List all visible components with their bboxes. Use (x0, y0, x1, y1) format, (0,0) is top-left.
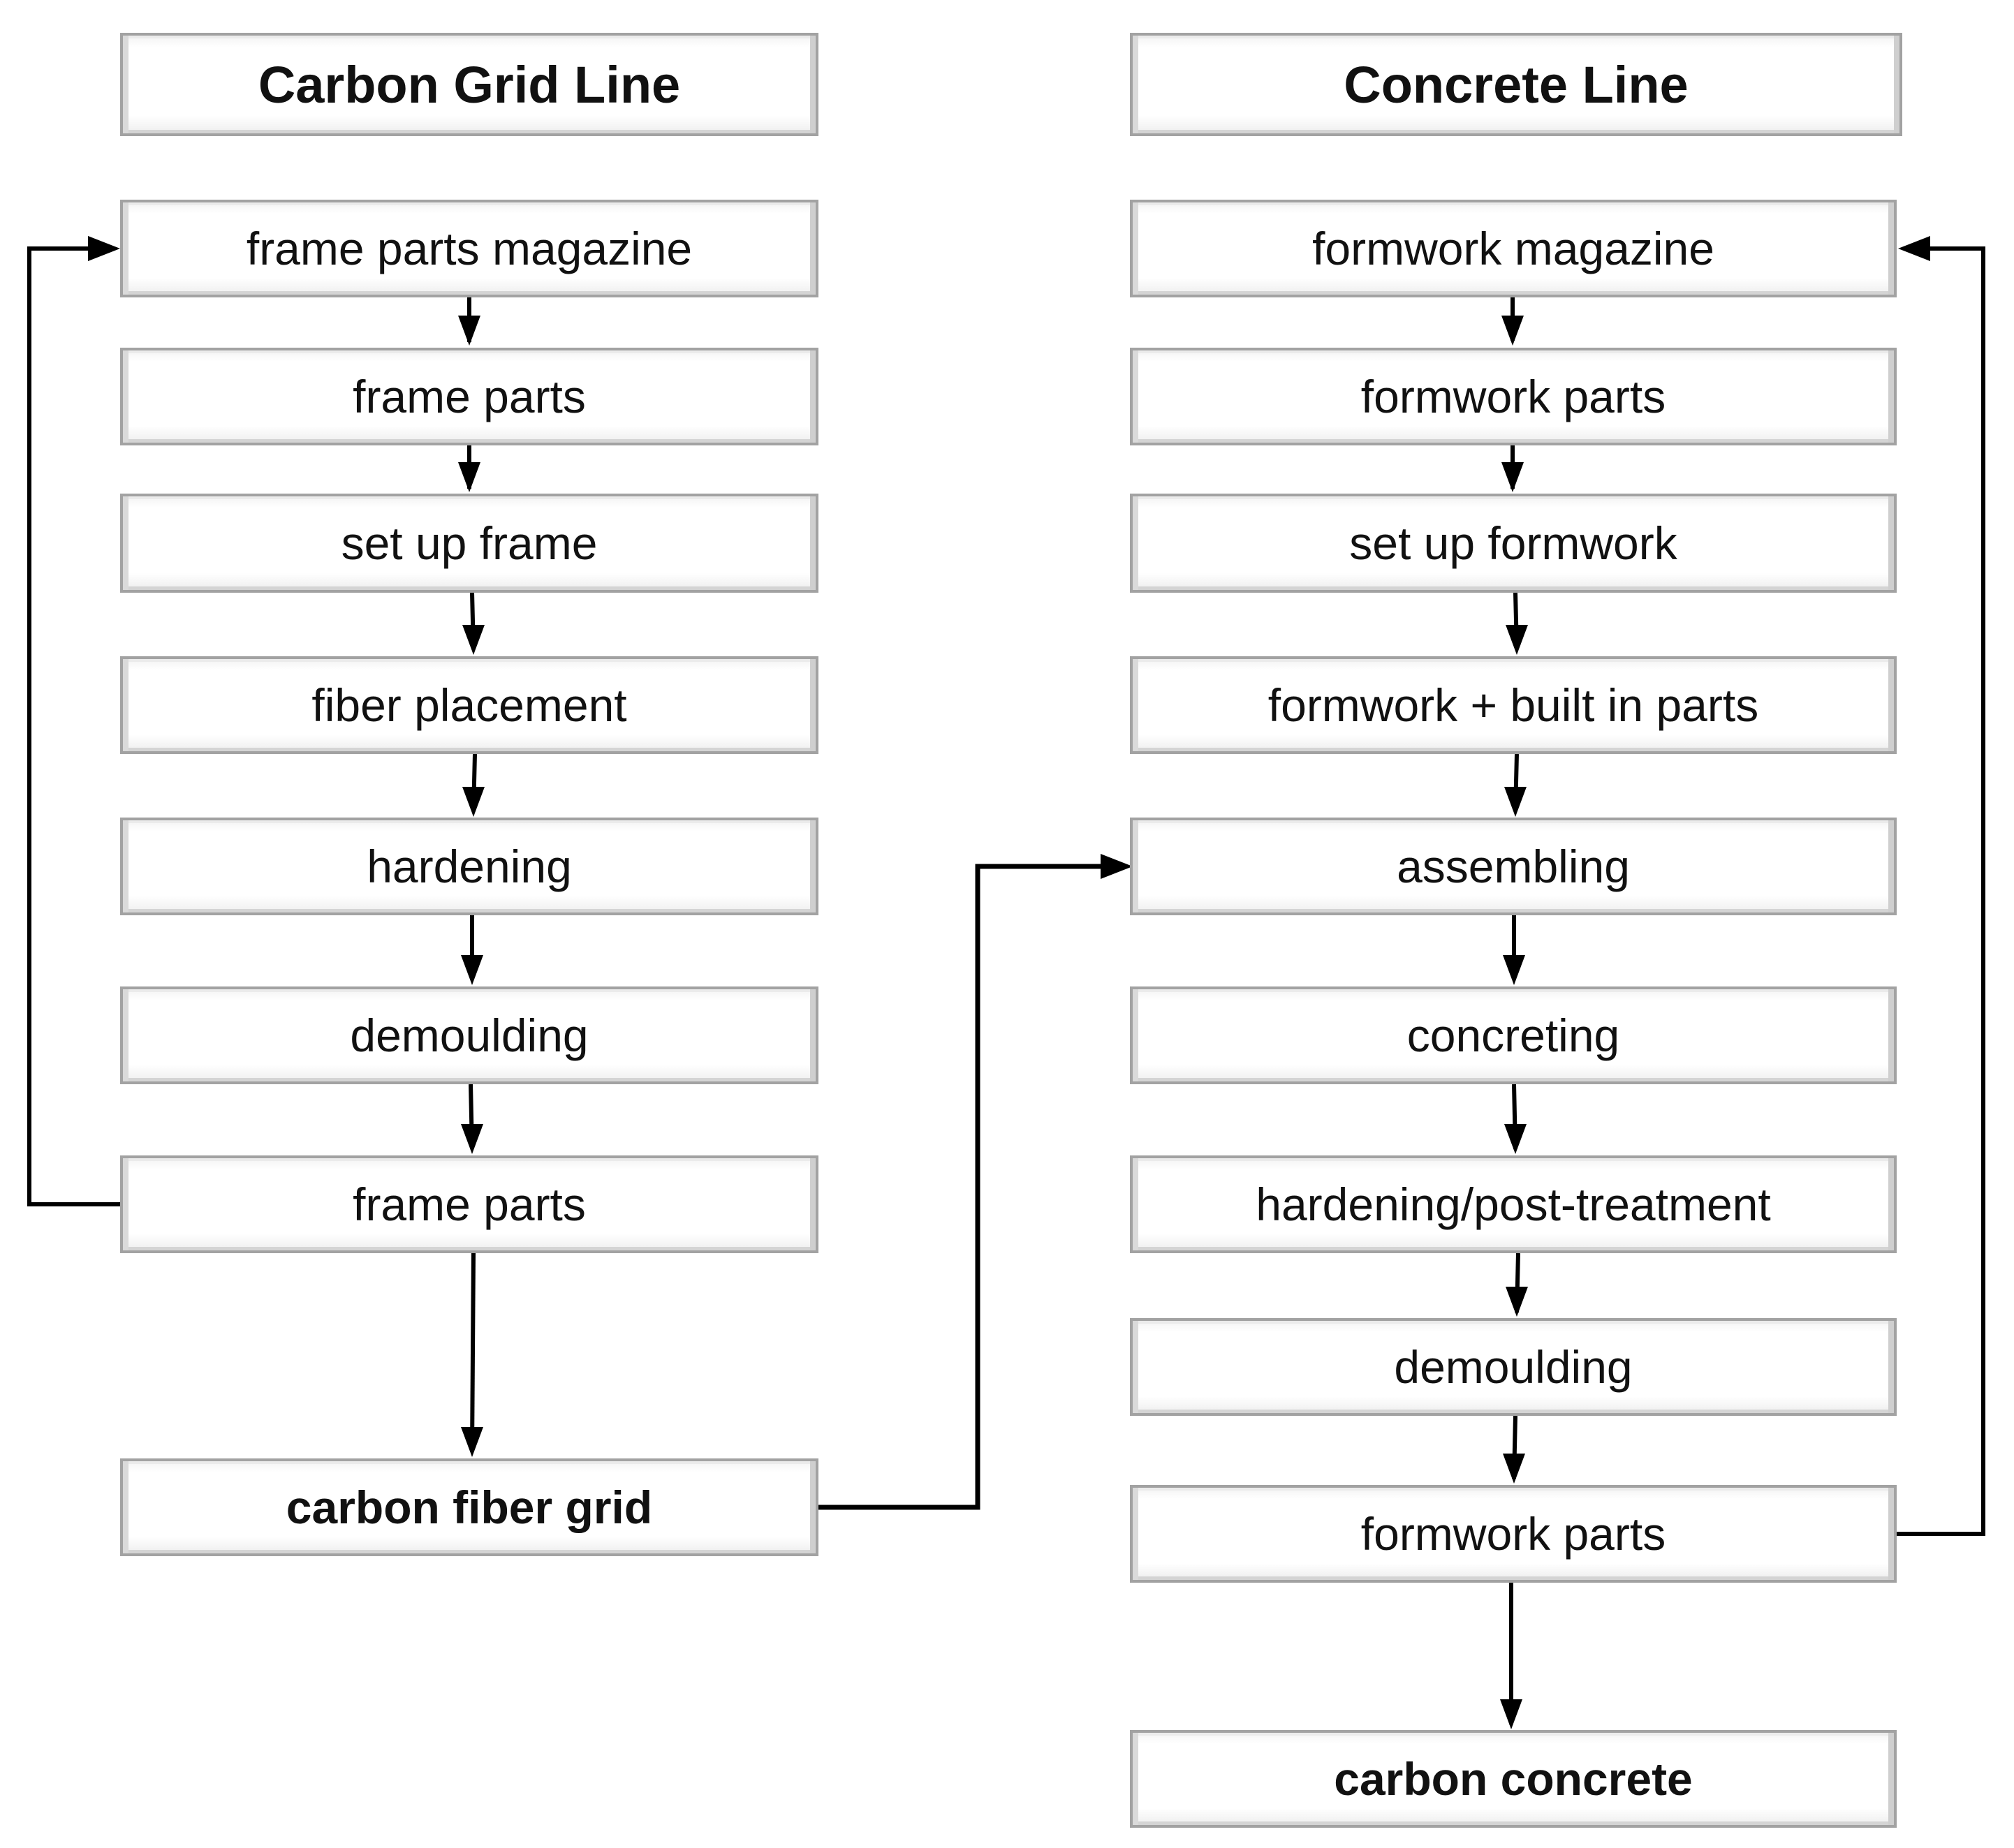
arrowhead (88, 236, 120, 261)
step-frame-parts: frame parts (120, 348, 818, 445)
return-loop-frame-parts-to-magazine (27, 246, 127, 1206)
cross-line-arrow (818, 854, 1133, 1510)
arrowhead (461, 1124, 483, 1154)
output-carbon-fiber-grid: carbon fiber grid (120, 1458, 818, 1556)
arrowhead (462, 787, 485, 817)
step-set-up-frame: set up frame (120, 494, 818, 593)
step-frame-parts-return: frame parts (120, 1155, 818, 1253)
step-demoulding: demoulding (1130, 1318, 1897, 1416)
arrowhead (1504, 1124, 1527, 1154)
arrow-frame-parts-to-carbon-fiber-grid (470, 1252, 476, 1453)
arrowhead (1504, 787, 1527, 817)
step-hardening-post-treatment: hardening/post-treatment (1130, 1155, 1897, 1253)
arrowhead (461, 1427, 483, 1457)
step-fiber-placement: fiber placement (120, 656, 818, 754)
step-hardening: hardening (120, 818, 818, 915)
right-column-arrows (1500, 236, 1985, 1729)
step-set-up-formwork: set up formwork (1130, 494, 1897, 593)
carbon-grid-line-header: Carbon Grid Line (120, 33, 818, 136)
step-demoulding: demoulding (120, 986, 818, 1084)
arrowhead (1503, 955, 1525, 985)
step-frame-parts-magazine: frame parts magazine (120, 200, 818, 297)
arrowhead (1500, 1699, 1522, 1729)
arrowhead (1506, 1287, 1528, 1317)
return-loop-formwork-parts-to-magazine (1897, 246, 1985, 1536)
arrowhead (458, 462, 480, 492)
left-column-arrows (27, 236, 485, 1457)
arrowhead (1506, 625, 1528, 655)
concrete-line-header: Concrete Line (1130, 33, 1902, 136)
arrowhead (462, 625, 485, 655)
arrowhead (1503, 1454, 1525, 1484)
arrowhead (1501, 462, 1524, 492)
arrowhead (1898, 236, 1930, 261)
step-concreting: concreting (1130, 986, 1897, 1084)
step-formwork-parts: formwork parts (1130, 348, 1897, 445)
arrowhead (1501, 316, 1524, 346)
arrow-carbon-fiber-grid-to-assembling (818, 864, 1103, 1510)
arrowhead (1101, 854, 1133, 879)
output-carbon-concrete: carbon concrete (1130, 1730, 1897, 1828)
step-formwork-built-in-parts: formwork + built in parts (1130, 656, 1897, 754)
step-assembling: assembling (1130, 818, 1897, 915)
arrowhead (458, 316, 480, 346)
step-formwork-parts-return: formwork parts (1130, 1485, 1897, 1583)
step-formwork-magazine: formwork magazine (1130, 200, 1897, 297)
arrowhead (461, 955, 483, 985)
